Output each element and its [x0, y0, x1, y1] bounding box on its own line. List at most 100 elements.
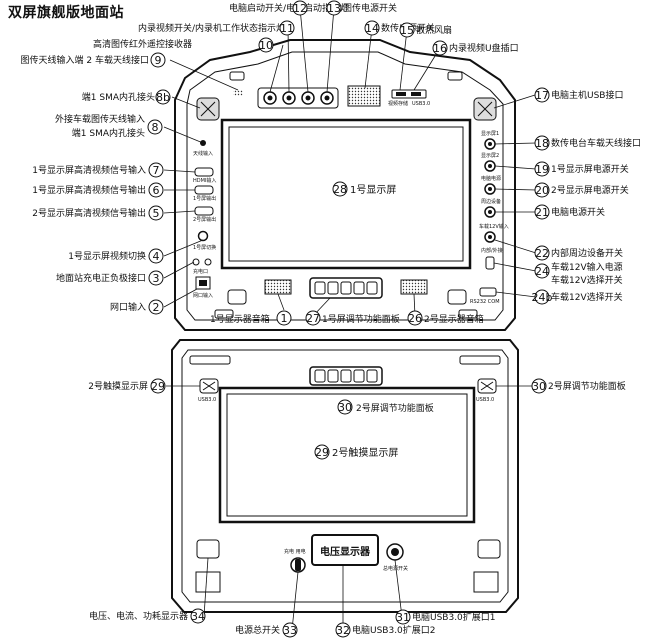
callout-6: 1号显示屏高清视频信号输出 6 [32, 182, 164, 198]
svg-text:9: 9 [155, 54, 162, 67]
label-pc-power: 电脑电源 [481, 175, 501, 182]
svg-text:20: 20 [535, 184, 549, 197]
label-hdmi-in: HDMI输入 [193, 177, 216, 184]
hdmi-out1-port[interactable] [194, 185, 214, 195]
voltage-display [311, 534, 379, 566]
svg-text:车载12V输入电源: 车载12V输入电源 [551, 261, 623, 273]
svg-text:地面站充电正负极接口: 地面站充电正负极接口 [56, 272, 146, 284]
svg-text:1号屏调节功能面板: 1号屏调节功能面板 [322, 313, 400, 325]
top-knobs[interactable] [263, 91, 334, 105]
svg-text:8b: 8b [156, 91, 170, 104]
charge-use-switch[interactable] [290, 557, 306, 573]
callout-11: 高清图传红外遥控接收器 10 [93, 37, 274, 53]
video-switch-button[interactable] [197, 230, 209, 242]
callout-32: 30 2号屏调节功能面板 [531, 378, 626, 394]
svg-text:数传电台车载天线接口: 数传电台车载天线接口 [551, 137, 641, 149]
usb3-port-right[interactable] [477, 378, 497, 394]
callout-19: 18 数传电台车载天线接口 [534, 135, 641, 151]
label-screen1-power: 显示屏1 [481, 131, 499, 137]
screen-1[interactable] [220, 118, 472, 270]
svg-text:30: 30 [532, 380, 546, 393]
label-out2: 2号屏输出 [193, 216, 216, 223]
callout-20: 19 1号显示屏电源开关 [534, 161, 629, 177]
top-control-bar: 视频存储 USB3.0 [233, 85, 430, 109]
label-int-ext: 内部/外接 [481, 247, 503, 254]
label-usb3-left: USB3.0 [198, 397, 216, 403]
callout-24: 24 车载12V输入电源 车载12V选择开关 [534, 261, 623, 286]
upper-bottom-strip [214, 277, 478, 319]
callout-7: 1号显示屏高清视频信号输入 7 [32, 162, 164, 178]
hdmi-out2-port[interactable] [194, 206, 214, 216]
svg-text:电脑电源开关: 电脑电源开关 [551, 206, 605, 218]
callout-2: 网口输入 2 [110, 299, 164, 315]
svg-text:1号显示屏视频切换: 1号显示屏视频切换 [68, 250, 146, 262]
label-antenna-in: 天线输入 [193, 150, 213, 157]
charge-pos-port[interactable] [192, 258, 200, 266]
svg-text:图传电源开关: 图传电源开关 [343, 2, 397, 14]
svg-text:14: 14 [365, 22, 379, 35]
callout-33: 31 电脑USB3.0扩展口1 [395, 609, 496, 625]
usb-store-port[interactable] [391, 89, 427, 99]
callout-5: 2号显示屏高清视频信号输出 5 [32, 205, 164, 221]
svg-text:6: 6 [153, 184, 160, 197]
callout-4: 1号显示屏视频切换 4 [68, 248, 164, 264]
label-usb3-right: USB3.0 [476, 397, 494, 403]
callout-36: 电压、电流、功耗显示器 34 [89, 608, 206, 624]
callout-23: 22 内部周边设备开关 [534, 245, 623, 261]
voltage-display-label: 电压显示器 [320, 545, 371, 558]
svg-text:2号屏调节功能面板: 2号屏调节功能面板 [548, 380, 626, 392]
svg-text:29: 29 [315, 446, 329, 459]
svg-text:10: 10 [259, 39, 273, 52]
callout-25: 24b 车载12V选择开关 [532, 289, 623, 305]
svg-text:1号显示屏电源开关: 1号显示屏电源开关 [551, 163, 629, 175]
callout-31: 2号触摸显示屏 29 [88, 378, 166, 394]
callout-34: 32 电脑USB3.0扩展口2 [335, 622, 436, 638]
svg-text:2号显示屏电源开关: 2号显示屏电源开关 [551, 184, 629, 196]
callout-27: 27 1号屏调节功能面板 [305, 310, 400, 326]
page-title: 双屏旗舰版地面站 [8, 5, 124, 21]
svg-text:1号显示器音箱: 1号显示器音箱 [210, 313, 270, 325]
hdmi-in-port[interactable] [194, 167, 214, 177]
svg-text:外接车载图传天线输入: 外接车载图传天线输入 [55, 113, 145, 125]
svg-text:2号显示屏高清视频信号输出: 2号显示屏高清视频信号输出 [32, 207, 146, 219]
hinge-right [473, 97, 497, 121]
screen1-function-panel[interactable] [309, 277, 383, 299]
svg-text:18: 18 [535, 137, 549, 150]
int-ext-toggle[interactable] [485, 256, 495, 270]
svg-text:31: 31 [396, 611, 410, 624]
svg-text:29: 29 [151, 380, 165, 393]
callout-26: 26 2号显示器音箱 [407, 310, 484, 326]
screen2-function-panel[interactable] [309, 366, 383, 386]
svg-text:16: 16 [433, 42, 447, 55]
label-rs232: RS232 COM [470, 299, 500, 305]
rs232-port[interactable] [479, 287, 497, 297]
label-usb3-top: USB3.0 [412, 101, 430, 107]
callout-8: 外接车载图传天线输入 端1 SMA内孔接头 8 [55, 113, 163, 139]
svg-text:27: 27 [306, 312, 320, 325]
svg-text:车载12V选择开关: 车载12V选择开关 [551, 291, 623, 303]
usb3-port-left[interactable] [199, 378, 219, 394]
svg-text:7: 7 [153, 164, 160, 177]
lower-bottom-strip: 充电 用电 电压显示器 总电源开关 [195, 534, 501, 593]
main-power-switch[interactable] [386, 543, 404, 561]
svg-text:内部周边设备开关: 内部周边设备开关 [551, 247, 623, 259]
panel2-label: 30 2号屏调节功能面板 [337, 399, 434, 415]
right-port-panel: 显示屏1 显示屏2 电脑电源 周边设备 车载12V输入 内部/外接 RS232 … [470, 131, 509, 305]
leader-lines [163, 7, 537, 631]
svg-text:2号触摸显示屏: 2号触摸显示屏 [88, 380, 148, 392]
label-video-switch: 1号屏切换 [193, 244, 216, 251]
svg-text:11: 11 [280, 22, 294, 35]
svg-text:12: 12 [293, 2, 307, 15]
svg-text:1: 1 [281, 312, 288, 325]
charge-neg-port[interactable] [204, 258, 212, 266]
callout-35: 电源总开关 33 [235, 622, 298, 638]
callout-12: 内录视频开关/内录机工作状态指示灯 11 [138, 20, 295, 36]
svg-text:24b: 24b [532, 291, 553, 304]
svg-text:5: 5 [153, 207, 160, 220]
svg-text:高清图传红外遥控接收器: 高清图传红外遥控接收器 [93, 38, 192, 50]
label-out1: 1号屏输出 [193, 195, 216, 202]
svg-text:2号显示器音箱: 2号显示器音箱 [424, 313, 484, 325]
svg-text:电压、电流、功耗显示器: 电压、电流、功耗显示器 [89, 610, 188, 622]
svg-text:22: 22 [535, 247, 549, 260]
